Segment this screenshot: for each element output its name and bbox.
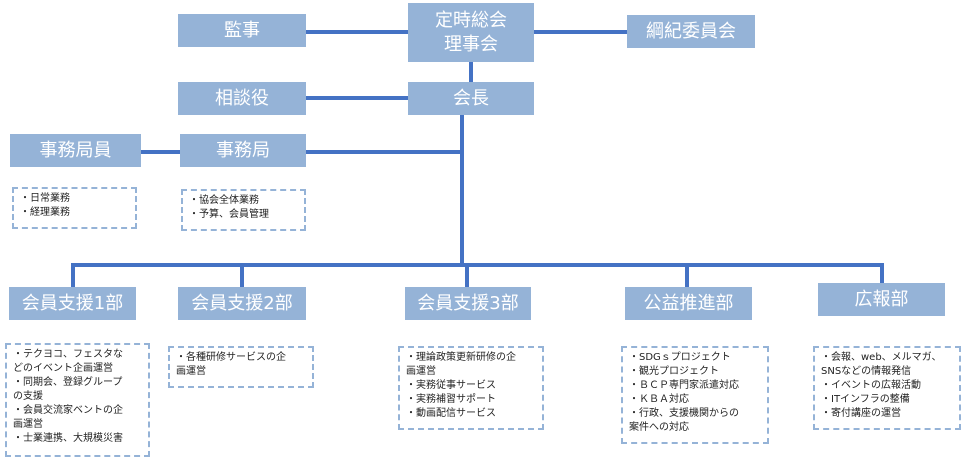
note-line: ・理論政策更新研修の企 [406, 352, 516, 363]
note-line: ・日常業務 [20, 193, 70, 204]
jimukyoku-note: ・協会全体業務 ・予算、会員管理 [181, 189, 306, 231]
note-line: ・同期会、登録グループ [13, 377, 123, 388]
jimukyokuin-label: 事務局員 [39, 139, 112, 161]
note-line: ・経理業務 [20, 207, 70, 218]
note-line: ・実務従事サービス [406, 380, 496, 391]
jimukyoku-label: 事務局 [216, 139, 270, 161]
sodan-box: 相談役 [178, 82, 306, 115]
note-line: ・イベントの広報活動 [821, 380, 921, 391]
koki-label: 綱紀委員会 [646, 20, 736, 42]
shien3-label: 会員支援3部 [417, 292, 519, 314]
koki-box: 綱紀委員会 [627, 15, 755, 48]
jimukyokuin-note: ・日常業務 ・経理業務 [12, 187, 137, 229]
koeki-note: ・SDGｓプロジェクト ・観光プロジェクト ・ＢＣＰ専門家派遣対応 ・ＫＢＡ対応… [621, 346, 769, 444]
shien2-label: 会員支援2部 [191, 292, 293, 314]
kanji-label: 監事 [224, 19, 260, 41]
jimukyoku-box: 事務局 [180, 134, 306, 167]
note-line: どのイベント企画運営 [13, 363, 113, 374]
note-line: ・寄付講座の運営 [821, 408, 901, 419]
note-line: ・実務補習サポート [406, 394, 496, 405]
note-line: ・動画配信サービス [406, 408, 496, 419]
kaicho-label: 会長 [453, 87, 489, 109]
shien2-note: ・各種研修サービスの企 画運営 [168, 346, 314, 388]
shien1-box: 会員支援1部 [9, 287, 136, 320]
shien1-note: ・テクヨコ、フェスタな どのイベント企画運営 ・同期会、登録グループ の支援 ・… [5, 343, 150, 457]
teiji-label-1: 定時総会 [435, 9, 507, 31]
note-line: 画運営 [176, 366, 206, 377]
note-line: ・各種研修サービスの企 [176, 352, 286, 363]
koho-box: 広報部 [818, 283, 945, 316]
note-line: ・士業連携、大規模災害 [13, 433, 123, 444]
note-line: の支援 [13, 391, 43, 402]
note-line: 画運営 [13, 419, 43, 430]
note-line: ・観光プロジェクト [629, 366, 719, 377]
note-line: ・行政、支援機関からの [629, 408, 739, 419]
shien1-label: 会員支援1部 [21, 292, 124, 314]
note-line: ・ITインフラの整備 [821, 394, 910, 405]
sodan-label: 相談役 [215, 87, 269, 109]
note-line: ・ＢＣＰ専門家派遣対応 [629, 380, 739, 391]
shien3-box: 会員支援3部 [405, 287, 531, 320]
note-line: ・会報、web、メルマガ、 [821, 352, 942, 363]
shien3-note: ・理論政策更新研修の企 画運営 ・実務従事サービス ・実務補習サポート ・動画配… [398, 346, 544, 430]
teiji-rijikai-box: 定時総会 理事会 [408, 3, 534, 62]
koeki-box: 公益推進部 [625, 287, 752, 320]
kanji-box: 監事 [178, 14, 306, 47]
shien2-box: 会員支援2部 [178, 287, 306, 320]
note-line: SNSなどの情報発信 [821, 366, 912, 377]
note-line: ・ＫＢＡ対応 [629, 394, 689, 405]
jimukyokuin-box: 事務局員 [10, 134, 141, 167]
teiji-label-2: 理事会 [444, 33, 498, 55]
note-line: 画運営 [406, 366, 436, 377]
kaicho-box: 会長 [408, 82, 534, 115]
note-line: ・協会全体業務 [189, 195, 259, 206]
koho-label: 広報部 [854, 288, 909, 310]
note-line: ・予算、会員管理 [189, 209, 269, 220]
note-line: ・テクヨコ、フェスタな [13, 349, 123, 360]
note-line: ・会員交流家ベントの企 [13, 405, 123, 416]
koho-note: ・会報、web、メルマガ、 SNSなどの情報発信 ・イベントの広報活動 ・ITイ… [813, 346, 961, 430]
note-line: ・SDGｓプロジェクト [629, 352, 731, 363]
koeki-label: 公益推進部 [643, 292, 734, 314]
note-line: 案件への対応 [629, 422, 689, 433]
